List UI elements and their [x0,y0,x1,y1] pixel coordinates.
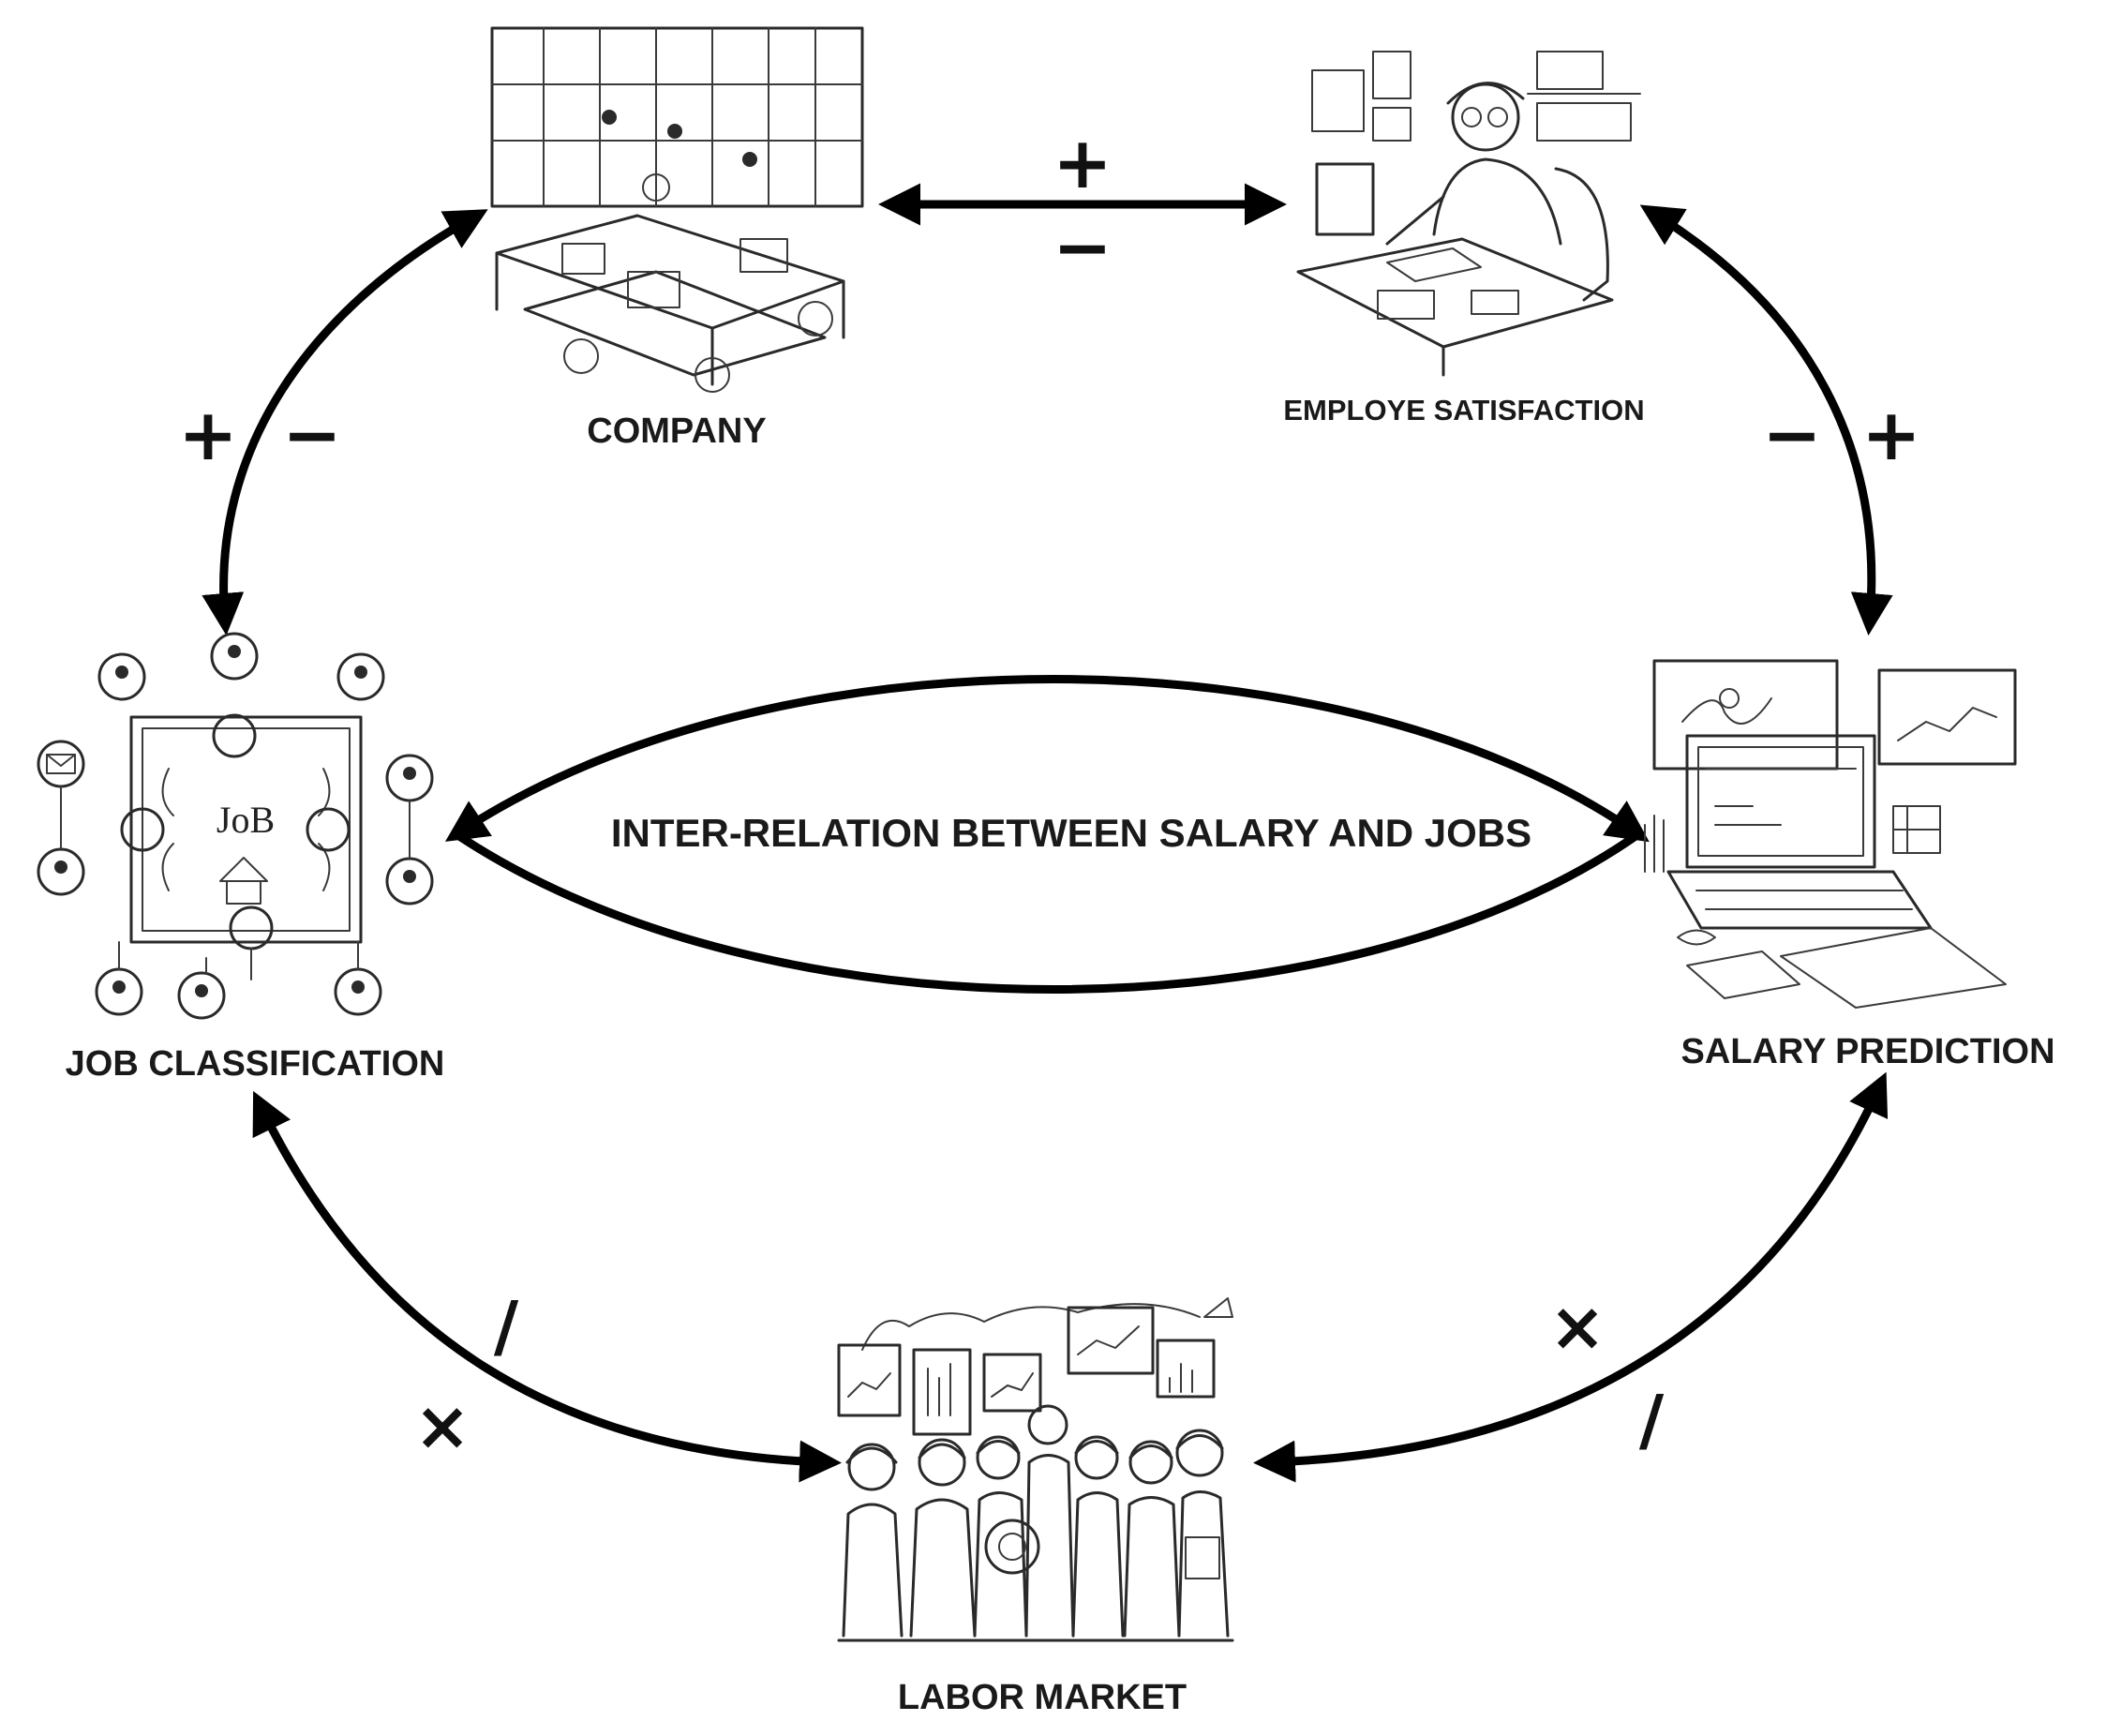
sign-jobclass-labor-times: × [414,1386,471,1465]
center-label: INTER-RELATION BETWEEN SALARY AND JOBS [611,811,1531,855]
arrow-jobclass-salary-lower [455,831,1640,994]
sign-company-jobclass-minus: − [282,393,342,476]
sign-salary-labor-slash: / [1639,1381,1665,1459]
sign-company-satisfaction-plus: + [1053,121,1113,204]
salary-prediction-label: SALARY PREDICTION [1680,1032,2054,1071]
arrows [202,183,1893,1483]
link-signs: + − + − − + / × × / [178,121,1921,1465]
sign-satisfaction-salary-minus: − [1762,393,1822,476]
office-floor-icon [490,26,864,393]
arrow-salary-labor [1253,1071,1889,1483]
sign-satisfaction-salary-plus: + [1861,393,1921,476]
sign-company-jobclass-plus: + [178,393,238,476]
sign-jobclass-labor-slash: / [494,1287,519,1366]
workers-group-icon [837,1297,1234,1642]
sign-salary-labor-times: × [1549,1287,1606,1366]
company-label: COMPANY [587,412,766,451]
office-worker-icon [1296,51,1641,377]
arrow-company-jobclass [202,209,488,636]
labor-market-label: LABOR MARKET [898,1678,1187,1717]
analytics-desk-icon [1644,659,2017,1009]
job-classification-label: JOB CLASSIFICATION [66,1044,445,1084]
arrow-jobclass-labor [252,1090,842,1483]
arrow-jobclass-salary-upper [444,675,1650,843]
employee-satisfaction-label: EMPLOYE SATISFACTION [1283,394,1644,427]
sign-company-satisfaction-minus: − [1053,205,1113,289]
job-network-icon: JoB [37,632,434,1020]
arrow-satisfaction-salary [1639,204,1893,636]
job-center-text: JoB [217,799,275,841]
